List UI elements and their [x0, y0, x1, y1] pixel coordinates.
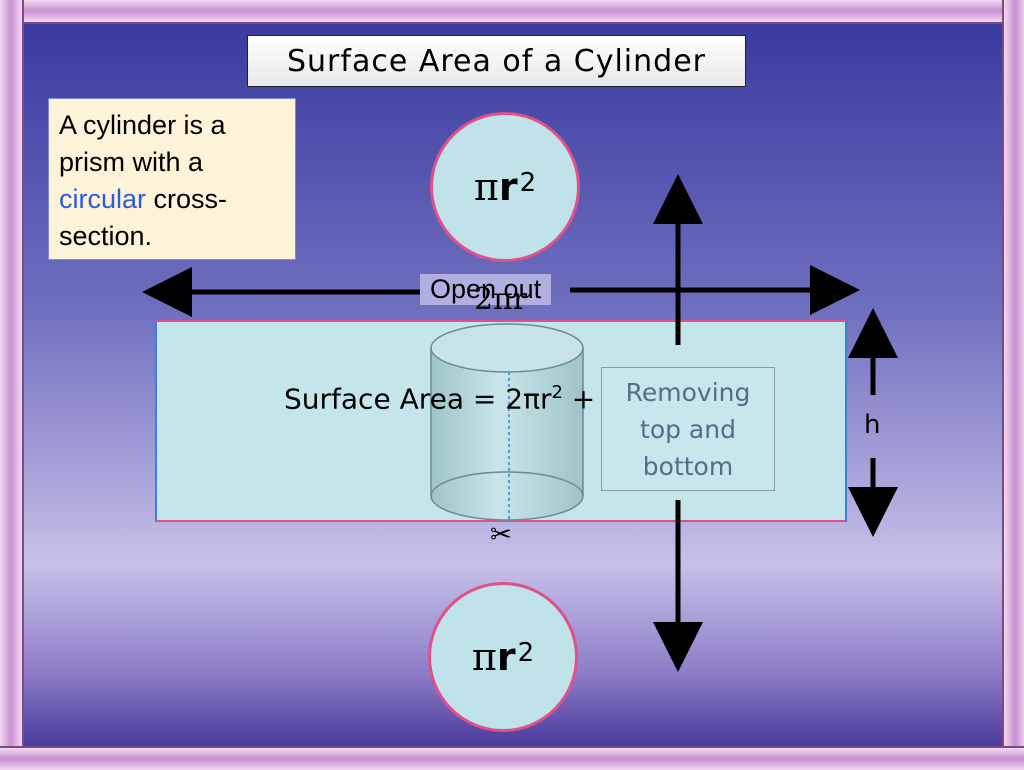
definition-text-1: A cylinder is a prism with a [59, 110, 226, 177]
top-circle-exponent: 2 [519, 168, 537, 198]
height-label: h [864, 410, 881, 440]
definition-box: A cylinder is a prism with a circular cr… [48, 98, 296, 260]
bottom-circle-r: r [496, 635, 516, 679]
definition-text-2: cross-section. [59, 184, 228, 251]
slide-frame-right [1002, 0, 1024, 768]
slide-frame-top [0, 0, 1024, 24]
definition-highlight: circular [59, 184, 147, 214]
scissors-icon: ✂ [490, 520, 512, 550]
bottom-circle-pi: π [471, 635, 497, 679]
circumference-label: 2πr [474, 282, 528, 317]
cylinder-shape [430, 323, 584, 521]
surface-area-formula: Surface Area = 2πr2 + 2πrh [284, 382, 668, 415]
slide-title-text: Surface Area of a Cylinder [287, 43, 706, 79]
remove-note-text: Removing top and bottom [625, 378, 751, 481]
slide-frame-left [0, 0, 24, 768]
top-circle-r: r [498, 165, 518, 209]
formula-prefix: Surface Area = 2πr [284, 382, 552, 416]
top-circle-pi: π [473, 165, 499, 209]
slide-title: Surface Area of a Cylinder [247, 35, 746, 87]
slide-frame-bottom [0, 746, 1024, 770]
remove-note-box: Removing top and bottom [601, 367, 775, 491]
bottom-circle-exponent: 2 [517, 638, 535, 668]
formula-exponent: 2 [551, 382, 563, 403]
open-out-label: Open out [420, 274, 552, 305]
